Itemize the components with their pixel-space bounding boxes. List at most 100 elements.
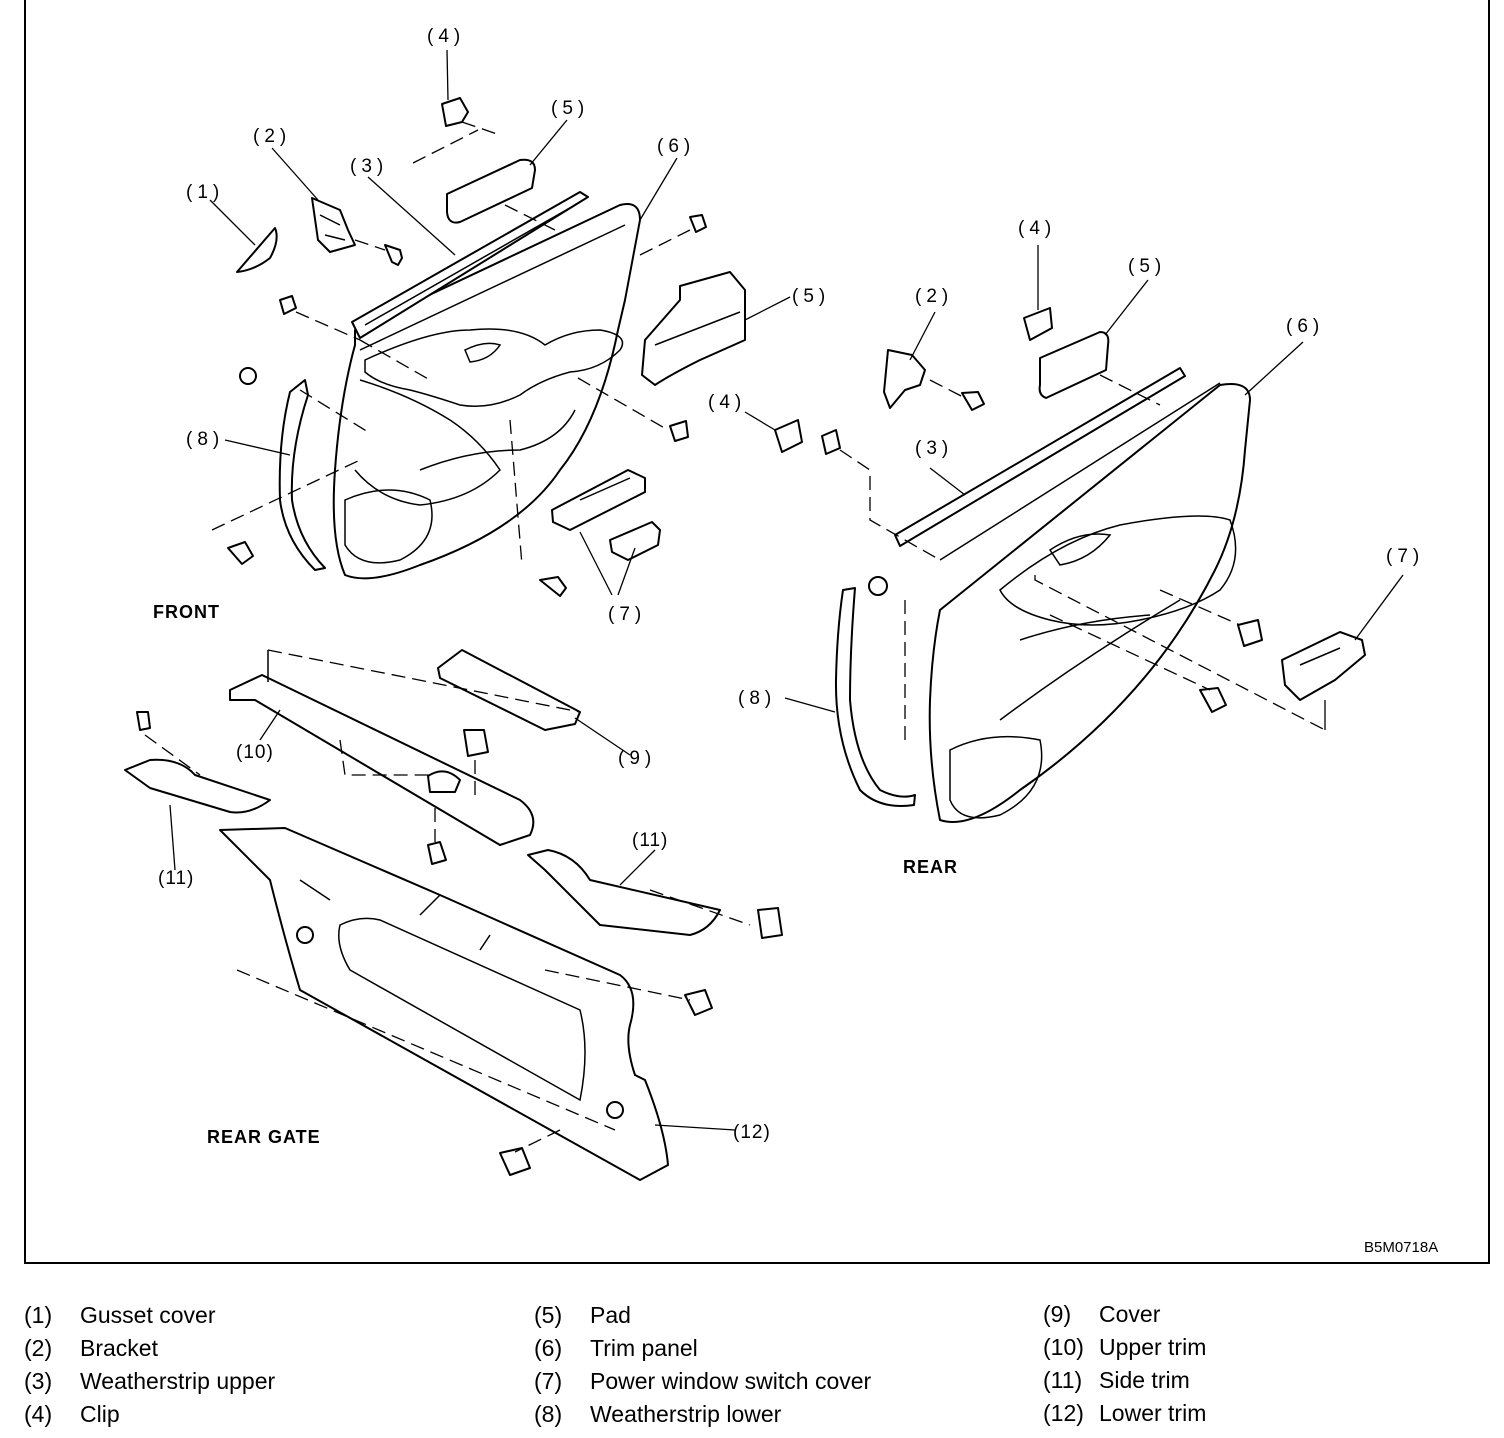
legend-label: Weatherstrip lower bbox=[590, 1401, 782, 1427]
left-side-trim-clip bbox=[136, 711, 151, 731]
legend-number: (10) bbox=[1043, 1334, 1084, 1360]
legend-label: Lower trim bbox=[1099, 1400, 1207, 1426]
front-grommet bbox=[239, 367, 257, 385]
gate-grommet bbox=[427, 770, 461, 793]
rear-clip-mid bbox=[774, 419, 803, 453]
rear-bracket-screw bbox=[961, 391, 985, 411]
front-trim-panel bbox=[332, 203, 641, 580]
front-pad-armrest bbox=[641, 271, 746, 386]
callout-3-rear: (3) bbox=[915, 438, 953, 459]
callout-3-front: (3) bbox=[350, 156, 388, 177]
front-bracket bbox=[311, 197, 356, 253]
legend-label: Pad bbox=[590, 1302, 631, 1328]
rear-power-window-switch-cover bbox=[1281, 631, 1366, 701]
front-weatherstrip-lower bbox=[278, 379, 326, 571]
front-screw-lower bbox=[539, 576, 567, 597]
legend-label: Power window switch cover bbox=[590, 1368, 872, 1394]
legend-label: Side trim bbox=[1099, 1367, 1190, 1393]
left-side-trim bbox=[124, 758, 271, 814]
legend-item: (3)Weatherstrip upper bbox=[24, 1368, 275, 1395]
callout-2-front: (2) bbox=[253, 126, 291, 147]
figure-code: B5M0718A bbox=[1364, 1239, 1438, 1256]
right-side-trim-clip bbox=[757, 907, 783, 939]
callout-4-rear-mid: (4) bbox=[708, 392, 746, 413]
legend-item: (11) Side trim bbox=[1043, 1367, 1190, 1394]
legend-number: (1) bbox=[24, 1302, 53, 1328]
legend-label: Upper trim bbox=[1099, 1334, 1207, 1360]
rear-gate-group bbox=[124, 649, 783, 1181]
rear-clip-small bbox=[821, 429, 841, 455]
rear-screw bbox=[1199, 687, 1227, 713]
right-side-trim bbox=[527, 849, 721, 936]
callout-2-rear: (2) bbox=[915, 286, 953, 307]
callout-5-rear: (5) bbox=[1128, 256, 1166, 277]
legend-number: (11) bbox=[1043, 1367, 1083, 1393]
exploded-view-diagram: (4) (5) (6) (2) (3) (1) (5) (8) (7) (4) … bbox=[124, 26, 1438, 1256]
callout-labels: (4) (5) (6) (2) (3) (1) (5) (8) (7) (4) … bbox=[158, 26, 1424, 1143]
legend-item: (5) Pad bbox=[534, 1302, 631, 1329]
rear-bracket bbox=[883, 349, 926, 409]
gate-clip-right bbox=[684, 989, 713, 1016]
legend-number: (9) bbox=[1043, 1301, 1072, 1327]
legend-number: (12) bbox=[1043, 1400, 1084, 1426]
legend-item: (7) Power window switch cover bbox=[534, 1368, 871, 1395]
section-label-rear: REAR bbox=[903, 857, 958, 877]
front-pad-upper bbox=[446, 158, 536, 224]
diagram-frame bbox=[24, 0, 1490, 1264]
front-clip-small bbox=[279, 295, 297, 315]
legend-number: (3) bbox=[24, 1368, 53, 1394]
callout-5-front-top: (5) bbox=[551, 98, 589, 119]
legend-item: (12) Lower trim bbox=[1043, 1400, 1206, 1427]
rear-trim-panel bbox=[928, 383, 1251, 823]
callout-1: (1) bbox=[186, 182, 224, 203]
rear-cap bbox=[1237, 619, 1263, 647]
legend-item: (2) Bracket bbox=[24, 1335, 158, 1362]
legend-item: (10) Upper trim bbox=[1043, 1334, 1206, 1361]
front-screw-left bbox=[227, 541, 254, 565]
callout-9: (9) bbox=[618, 748, 656, 769]
front-bracket-screw bbox=[384, 244, 403, 266]
callout-6-front: (6) bbox=[657, 136, 695, 157]
legend-label: Trim panel bbox=[590, 1335, 698, 1361]
legend-label: Gusset cover bbox=[80, 1302, 216, 1328]
legend-item: (6) Trim panel bbox=[534, 1335, 698, 1362]
callout-6-rear: (6) bbox=[1286, 316, 1324, 337]
legend-number: (6) bbox=[534, 1335, 563, 1361]
rear-door-group bbox=[744, 245, 1404, 823]
callout-11-right: (11) bbox=[632, 830, 668, 851]
legend-number: (2) bbox=[24, 1335, 53, 1361]
rear-weatherstrip-lower bbox=[834, 587, 916, 807]
legend-number: (7) bbox=[534, 1368, 563, 1394]
cover bbox=[437, 649, 581, 731]
callout-4-front: (4) bbox=[427, 26, 465, 47]
callout-10: (10) bbox=[236, 742, 274, 763]
legend-number: (4) bbox=[24, 1401, 53, 1427]
legend-number: (5) bbox=[534, 1302, 563, 1328]
gate-screw bbox=[427, 841, 447, 865]
callout-12: (12) bbox=[733, 1122, 771, 1143]
front-clip bbox=[441, 97, 469, 127]
legend-item: (4)Clip bbox=[24, 1401, 120, 1428]
legend-label: Bracket bbox=[80, 1335, 158, 1361]
lower-trim-clip-hole bbox=[296, 926, 314, 944]
gusset-cover bbox=[236, 227, 278, 273]
legend-item: (8) Weatherstrip lower bbox=[534, 1401, 781, 1428]
front-power-window-switch bbox=[551, 469, 646, 531]
upper-trim bbox=[229, 674, 535, 846]
callout-7-rear: (7) bbox=[1386, 546, 1424, 567]
front-door-group bbox=[209, 49, 791, 597]
rear-pad bbox=[1038, 331, 1110, 399]
front-screw-top bbox=[689, 214, 707, 233]
rear-clip-top bbox=[1023, 307, 1053, 341]
lower-trim bbox=[219, 827, 669, 1181]
section-label-front: FRONT bbox=[153, 602, 220, 622]
callout-7-front: (7) bbox=[608, 604, 646, 625]
front-cap bbox=[669, 420, 689, 442]
rear-grommet bbox=[868, 576, 888, 596]
legend-item: (1) Gusset cover bbox=[24, 1302, 216, 1329]
legend-label: Cover bbox=[1099, 1301, 1161, 1327]
lower-trim-clip-hole-lower bbox=[606, 1101, 624, 1119]
legend-item: (9) Cover bbox=[1043, 1301, 1160, 1328]
rear-weatherstrip-upper bbox=[894, 367, 1186, 547]
legend-number: (8) bbox=[534, 1401, 563, 1427]
